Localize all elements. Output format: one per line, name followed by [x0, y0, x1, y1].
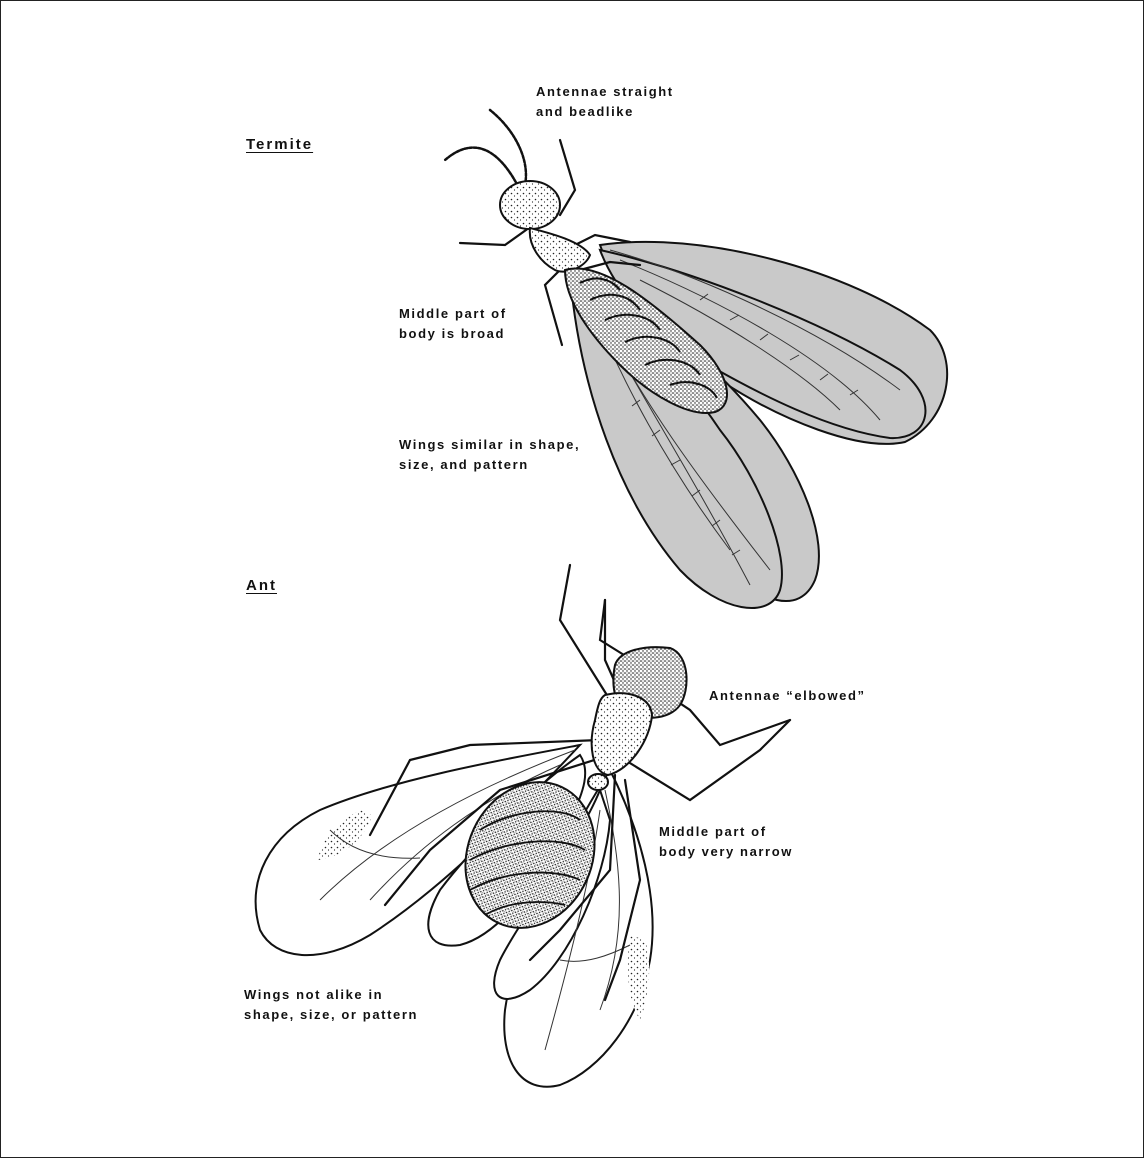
label-line: shape, size, or pattern [244, 1005, 418, 1025]
label-line: Wings similar in shape, [399, 435, 580, 455]
termite-wings-label: Wings similar in shape, size, and patter… [399, 435, 580, 475]
label-line: and beadlike [536, 102, 674, 122]
ant-thorax [592, 693, 652, 775]
ant-wings-label: Wings not alike in shape, size, or patte… [244, 985, 418, 1025]
termite-heading: Termite [246, 136, 313, 153]
label-line: body is broad [399, 324, 507, 344]
termite-antennae-label: Antennae straight and beadlike [536, 82, 674, 122]
label-line: Wings not alike in [244, 985, 418, 1005]
termite-body-label: Middle part of body is broad [399, 304, 507, 344]
ant-wings [256, 745, 653, 1087]
ant-body-label: Middle part of body very narrow [659, 822, 793, 862]
termite-thorax [530, 228, 590, 272]
label-line: size, and pattern [399, 455, 580, 475]
label-line: body very narrow [659, 842, 793, 862]
ant-petiole [588, 774, 608, 790]
ant-heading: Ant [246, 577, 277, 594]
ant-antennae-label: Antennae “elbowed” [709, 686, 866, 706]
termite-antennae [445, 110, 526, 190]
label-line: Middle part of [659, 822, 793, 842]
termite-head [500, 181, 560, 229]
label-line: Antennae “elbowed” [709, 686, 866, 706]
label-line: Middle part of [399, 304, 507, 324]
label-line: Antennae straight [536, 82, 674, 102]
termite-drawing [445, 110, 947, 608]
